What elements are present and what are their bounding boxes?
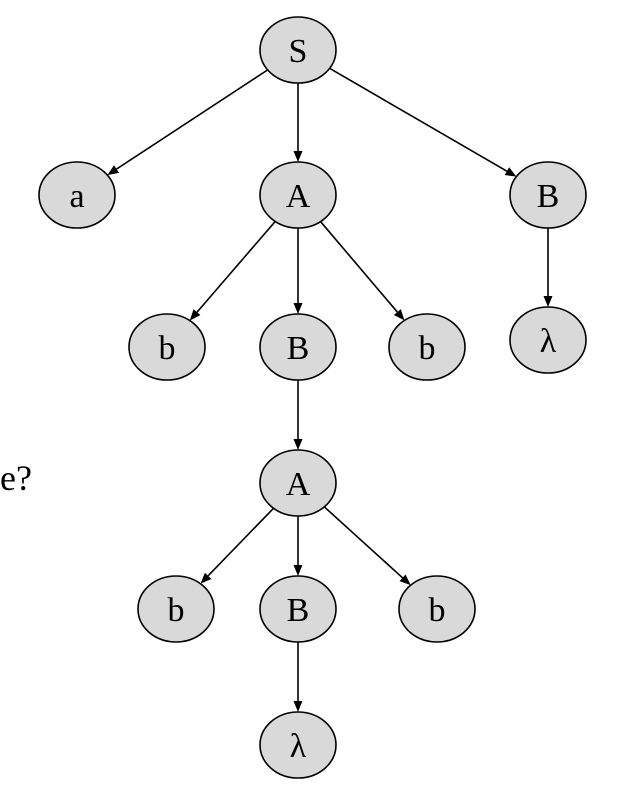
edge-line	[319, 221, 398, 313]
arrowhead-icon	[200, 572, 212, 584]
tree-edges	[107, 67, 553, 712]
node-label: b	[429, 592, 446, 629]
edge-A2-b4	[323, 506, 411, 586]
tree-node-lam2: λ	[259, 711, 337, 779]
edge-s-A1	[293, 83, 303, 162]
edge-line	[323, 506, 404, 579]
node-ellipse	[137, 575, 215, 643]
node-ellipse	[398, 575, 476, 643]
tree-node-b4: b	[398, 575, 476, 643]
edge-line	[196, 220, 276, 313]
arrowhead-icon	[393, 309, 405, 321]
edge-A2-b3	[200, 507, 275, 584]
arrowhead-icon	[399, 574, 411, 586]
edge-A2-B3	[293, 516, 303, 576]
tree-node-B2: B	[259, 313, 337, 381]
edge-A1-b2	[319, 221, 405, 321]
tree-node-b2: b	[388, 313, 466, 381]
node-ellipse	[388, 313, 466, 381]
node-label: a	[69, 178, 84, 215]
node-ellipse	[259, 449, 337, 517]
edge-B2-A2	[293, 380, 303, 450]
tree-node-s: S	[259, 16, 337, 84]
tree-node-A2: A	[259, 449, 337, 517]
arrowhead-icon	[293, 151, 303, 162]
node-label: B	[537, 178, 560, 215]
tree-node-B1: B	[509, 161, 587, 229]
edge-B1-lam1	[543, 228, 553, 307]
tree-node-b3: b	[137, 575, 215, 643]
node-label: b	[419, 330, 436, 367]
arrowhead-icon	[107, 165, 119, 176]
edge-A1-B2	[293, 228, 303, 314]
node-label: b	[168, 592, 185, 629]
tree-node-b1: b	[128, 313, 206, 381]
arrowhead-icon	[293, 565, 303, 576]
node-ellipse	[509, 306, 587, 374]
tree-node-B3: B	[259, 575, 337, 643]
arrowhead-icon	[189, 309, 201, 321]
tree-node-A1: A	[259, 161, 337, 229]
edge-s-B1	[329, 67, 517, 177]
node-label: A	[286, 466, 311, 503]
question-text-fragment: e?	[0, 458, 32, 498]
arrowhead-icon	[293, 701, 303, 712]
node-ellipse	[259, 161, 337, 229]
node-ellipse	[38, 161, 116, 229]
node-ellipse	[259, 313, 337, 381]
node-ellipse	[509, 161, 587, 229]
node-label: b	[159, 330, 176, 367]
node-ellipse	[259, 16, 337, 84]
arrowhead-icon	[543, 296, 553, 307]
edge-line	[329, 67, 508, 172]
node-label: B	[287, 592, 310, 629]
node-label: λ	[290, 728, 307, 765]
edge-s-a1	[107, 69, 269, 176]
edge-A1-b1	[189, 220, 276, 321]
arrowhead-icon	[504, 167, 517, 177]
edge-line	[116, 69, 269, 170]
node-ellipse	[259, 711, 337, 779]
tree-node-lam1: λ	[509, 306, 587, 374]
edge-B3-lam2	[293, 642, 303, 712]
node-ellipse	[259, 575, 337, 643]
arrowhead-icon	[293, 439, 303, 450]
node-label: λ	[540, 323, 557, 360]
node-ellipse	[128, 313, 206, 381]
tree-node-a1: a	[38, 161, 116, 229]
edge-line	[207, 507, 275, 577]
node-label: A	[286, 178, 311, 215]
arrowhead-icon	[293, 303, 303, 314]
node-label: B	[287, 330, 310, 367]
node-label: S	[289, 33, 308, 70]
